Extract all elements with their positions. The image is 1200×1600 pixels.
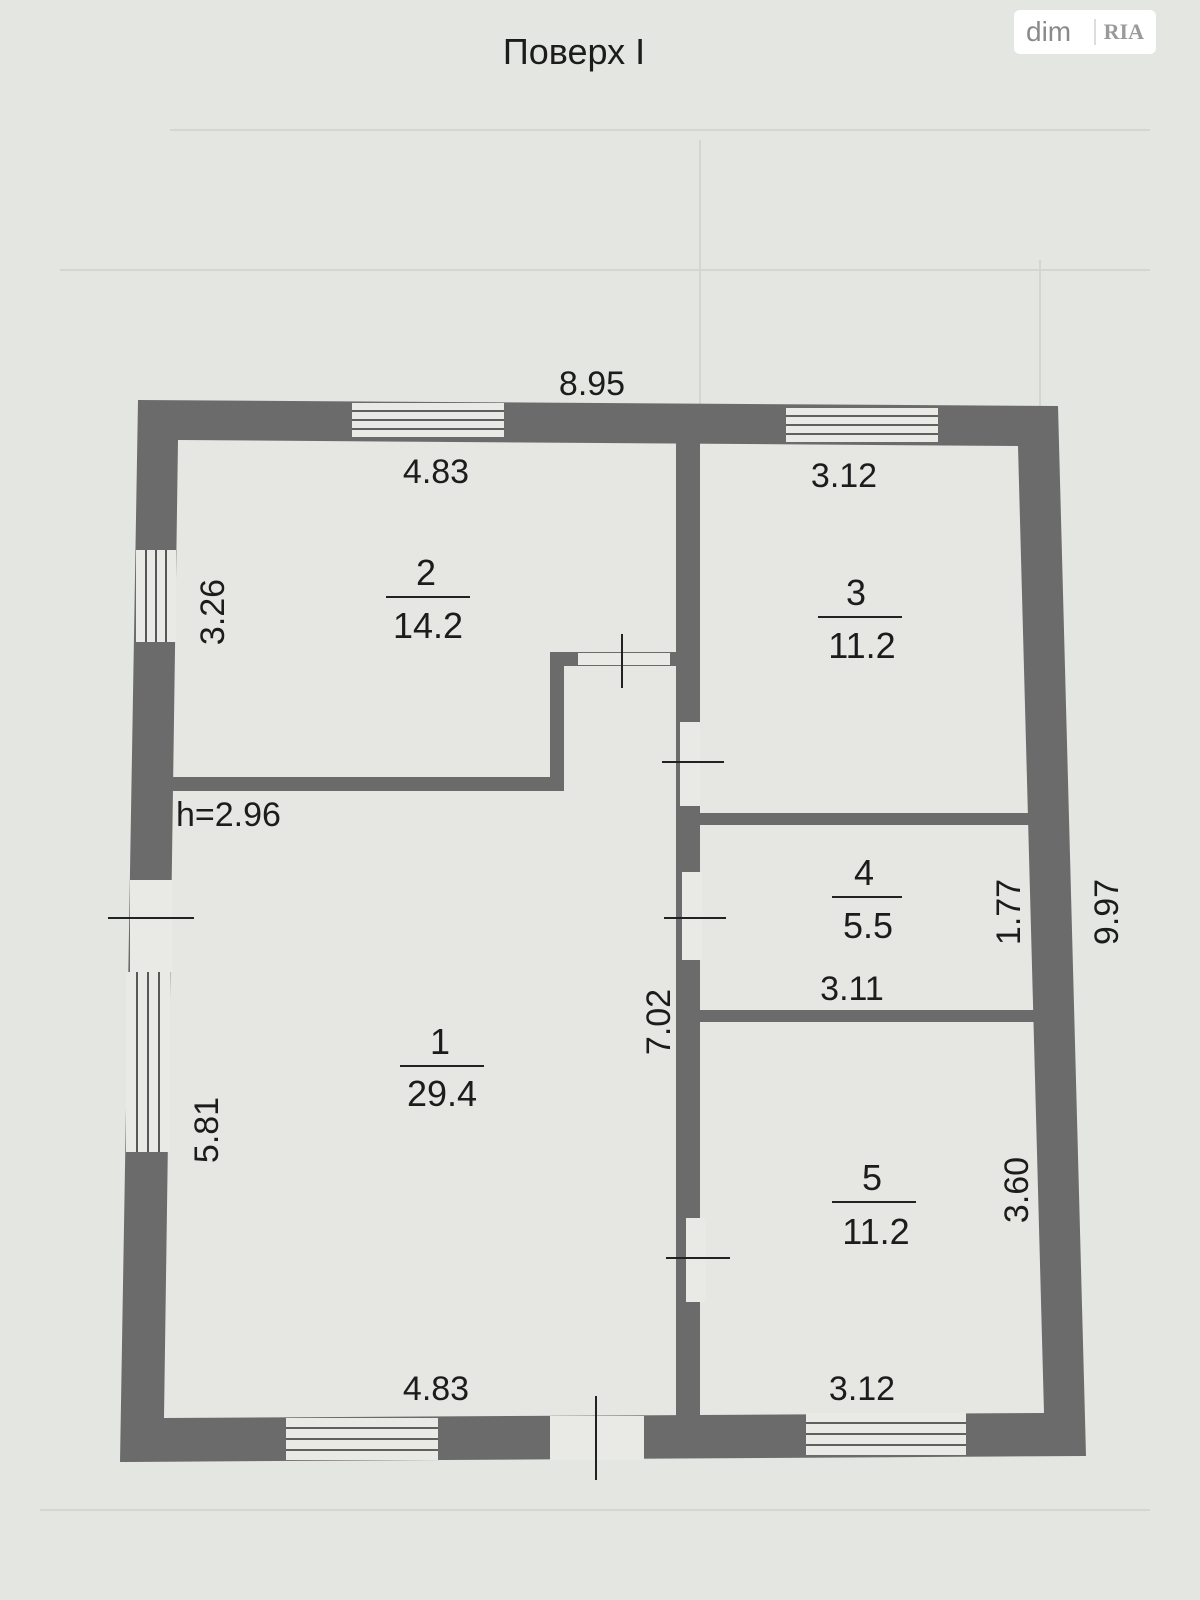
room-4-area: 5.5 <box>843 905 893 946</box>
room-5-area: 11.2 <box>842 1211 909 1252</box>
room-5-label: 5 11.2 <box>832 1157 916 1252</box>
overall-height-label: 9.97 <box>1088 879 1126 945</box>
room5-bottom-label: 3.12 <box>829 1370 895 1408</box>
outer-walls <box>120 400 1086 1462</box>
room2-side-label: 3.26 <box>194 579 232 645</box>
room-3-label: 3 11.2 <box>818 572 902 666</box>
overall-width-label: 8.95 <box>559 365 625 403</box>
floor-title: Поверх I <box>503 31 645 72</box>
room-1-label: 1 29.4 <box>400 1021 484 1114</box>
room1-side-label: 5.81 <box>188 1097 226 1163</box>
watermark-logo: dim RIA <box>1014 10 1156 54</box>
watermark-part2: RIA <box>1093 19 1144 45</box>
room-4-label: 4 5.5 <box>832 852 902 946</box>
room-4-number: 4 <box>854 852 874 893</box>
door-room3 <box>662 722 724 806</box>
window-left-lower <box>126 972 170 1152</box>
room-3-area: 11.2 <box>828 625 895 666</box>
window-bottom-right <box>806 1413 966 1455</box>
room-1-number: 1 <box>430 1021 450 1062</box>
room1-bottom-label: 4.83 <box>403 1370 469 1408</box>
window-top-left <box>352 403 504 437</box>
room-1-area: 29.4 <box>407 1073 477 1114</box>
window-bottom-left <box>286 1418 438 1460</box>
door-entrance-bottom <box>550 1396 644 1480</box>
door-room2 <box>578 634 670 688</box>
room3-top-label: 3.12 <box>811 457 877 495</box>
background-grid <box>40 129 1150 1511</box>
room4-bottom-label: 3.11 <box>820 970 884 1008</box>
partition-height-label: 7.02 <box>640 989 678 1055</box>
room5-side-label: 3.60 <box>998 1157 1036 1223</box>
room2-top-label: 4.83 <box>403 453 469 491</box>
room-2-number: 2 <box>416 552 436 593</box>
room-5-number: 5 <box>862 1157 882 1198</box>
room-2-label: 2 14.2 <box>386 552 470 646</box>
door-left-wall <box>108 880 194 972</box>
watermark-part1: dim <box>1026 16 1072 47</box>
room4-side-label: 1.77 <box>990 879 1028 945</box>
room-2-area: 14.2 <box>393 605 463 646</box>
window-left-upper <box>136 550 176 642</box>
room-3-number: 3 <box>846 572 866 613</box>
ceiling-height-label: h=2.96 <box>176 796 281 834</box>
door-room4 <box>664 872 726 960</box>
window-top-right <box>786 408 938 442</box>
door-room5 <box>666 1218 730 1302</box>
